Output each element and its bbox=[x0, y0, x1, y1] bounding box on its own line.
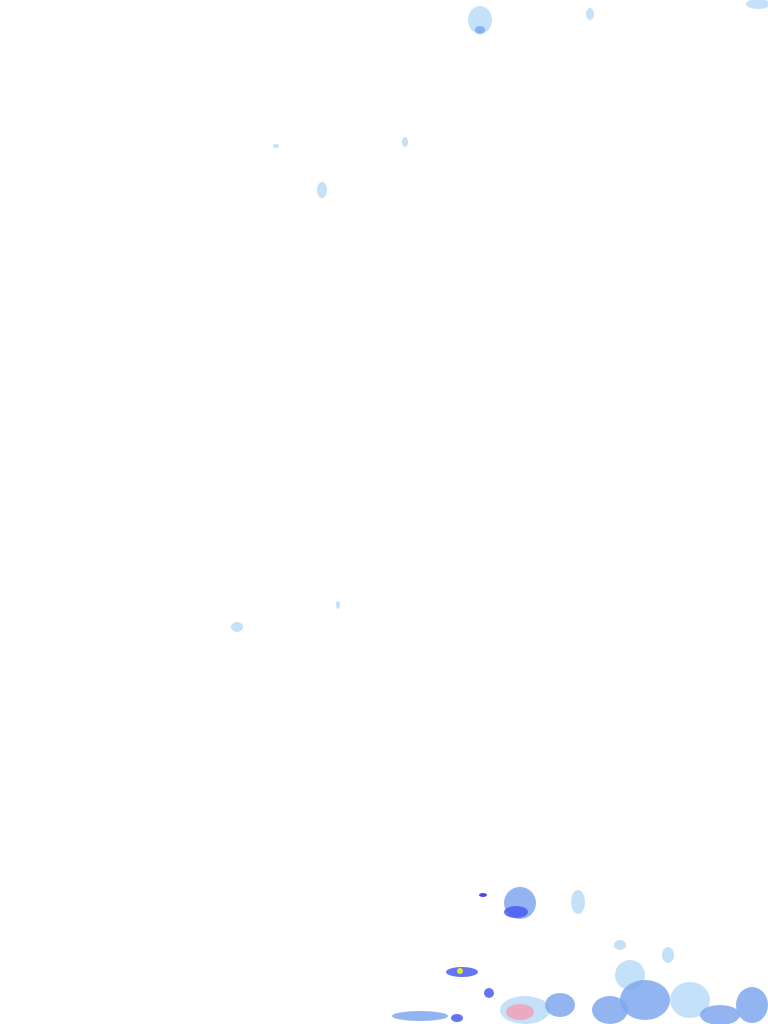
precipitation-echo-moderate bbox=[620, 980, 670, 1020]
precipitation-echo-moderate bbox=[700, 1005, 740, 1024]
precipitation-echo-moderate bbox=[545, 993, 575, 1017]
precipitation-echo-light bbox=[273, 144, 279, 148]
precipitation-echo-light bbox=[402, 137, 408, 147]
precipitation-echo-heavy bbox=[484, 988, 494, 998]
precipitation-echo-moderate bbox=[592, 996, 628, 1024]
precipitation-echo-light bbox=[231, 622, 243, 632]
precipitation-echo-light bbox=[614, 940, 626, 950]
precipitation-echo-light bbox=[468, 6, 492, 34]
precipitation-echo-light bbox=[317, 182, 327, 198]
precipitation-echo-extreme bbox=[457, 968, 463, 974]
precipitation-echo-light bbox=[670, 982, 710, 1018]
precipitation-echo-intense bbox=[479, 893, 487, 897]
precipitation-echo-light bbox=[586, 8, 594, 20]
precipitation-echo-light bbox=[336, 601, 340, 609]
precipitation-echo-light bbox=[571, 890, 585, 914]
precipitation-echo-mixed bbox=[506, 1004, 534, 1020]
precipitation-echo-light bbox=[746, 0, 768, 9]
precipitation-echo-light bbox=[662, 947, 674, 963]
precipitation-echo-moderate bbox=[736, 987, 768, 1023]
precipitation-echo-moderate bbox=[475, 26, 485, 34]
precipitation-echo-heavy bbox=[504, 906, 528, 918]
precipitation-echo-moderate bbox=[392, 1011, 448, 1021]
precipitation-echo-heavy bbox=[451, 1014, 463, 1022]
